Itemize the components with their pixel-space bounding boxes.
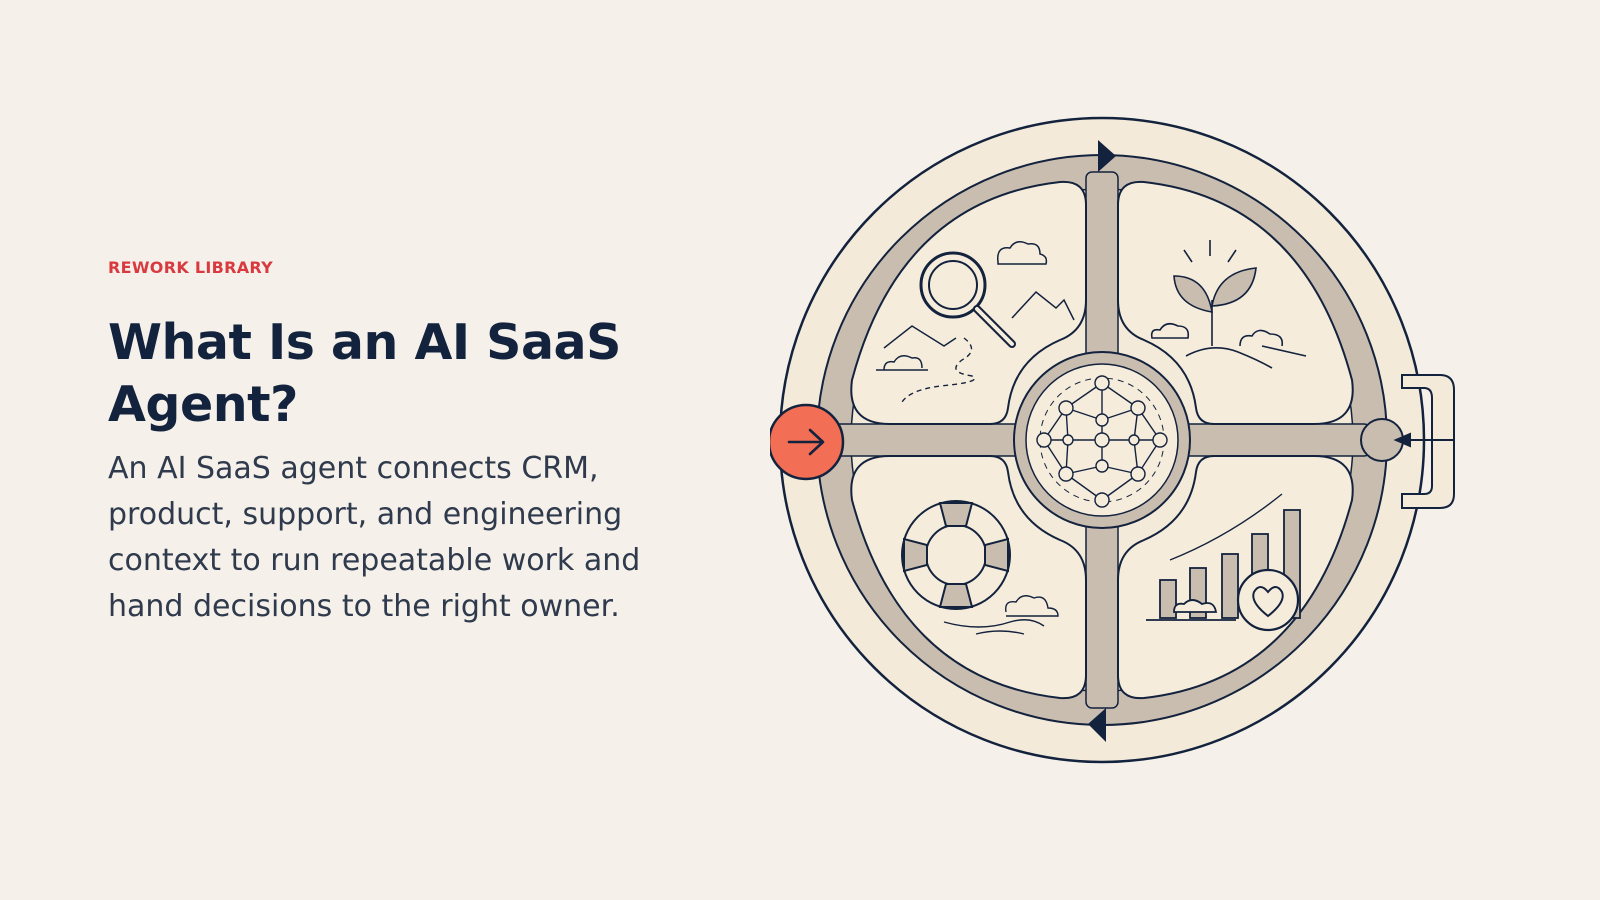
hero-description: An AI SaaS agent connects CRM, product, … — [108, 451, 641, 624]
top-direction-marker — [1098, 140, 1116, 172]
right-connector — [1360, 374, 1455, 509]
page-title: What Is an AI SaaS Agent? — [108, 314, 621, 433]
agent-cycle-illustration — [770, 116, 1455, 764]
bottom-direction-marker — [1088, 708, 1106, 742]
eyebrow-label: REWORK LIBRARY — [108, 258, 274, 277]
sprout-icon — [1150, 240, 1307, 369]
network-icon — [1036, 375, 1168, 508]
lifebuoy-icon — [901, 500, 1059, 635]
hero-text: REWORK LIBRARY What Is an AI SaaS Agent?… — [108, 258, 708, 630]
arrow-right-icon — [770, 403, 845, 481]
bar-chart-heart-icon — [1146, 493, 1301, 632]
magnifier-icon — [876, 241, 1075, 403]
